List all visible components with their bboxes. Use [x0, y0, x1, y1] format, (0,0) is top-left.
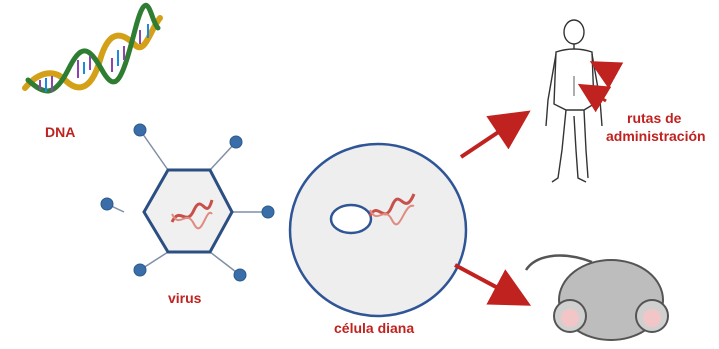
mouse-tail	[524, 254, 593, 271]
virus-capsid	[100, 123, 275, 282]
dna-helix-icon	[22, 2, 163, 94]
route-arrow-lower	[577, 83, 612, 113]
arrow-to-human	[459, 110, 531, 159]
label-routes-line2: administración	[606, 128, 706, 144]
target-cell	[288, 142, 468, 318]
label-target-cell: célula diana	[334, 320, 415, 336]
cell-membrane	[288, 142, 468, 318]
cell-dna-icon	[368, 193, 416, 217]
viral-dna-icon	[170, 199, 214, 223]
virus-hexagon-shell	[142, 168, 234, 254]
human-body-icon	[545, 19, 603, 183]
route-arrow-upper	[589, 61, 624, 89]
virus-spike-nodes	[100, 123, 275, 282]
mouse-icon-group	[524, 254, 669, 341]
label-routes-line1: rutas de	[627, 110, 682, 126]
arrow-to-mouse	[454, 263, 532, 306]
label-dna: DNA	[45, 124, 76, 140]
cell-nucleus	[329, 203, 373, 235]
label-virus: virus	[168, 290, 202, 306]
